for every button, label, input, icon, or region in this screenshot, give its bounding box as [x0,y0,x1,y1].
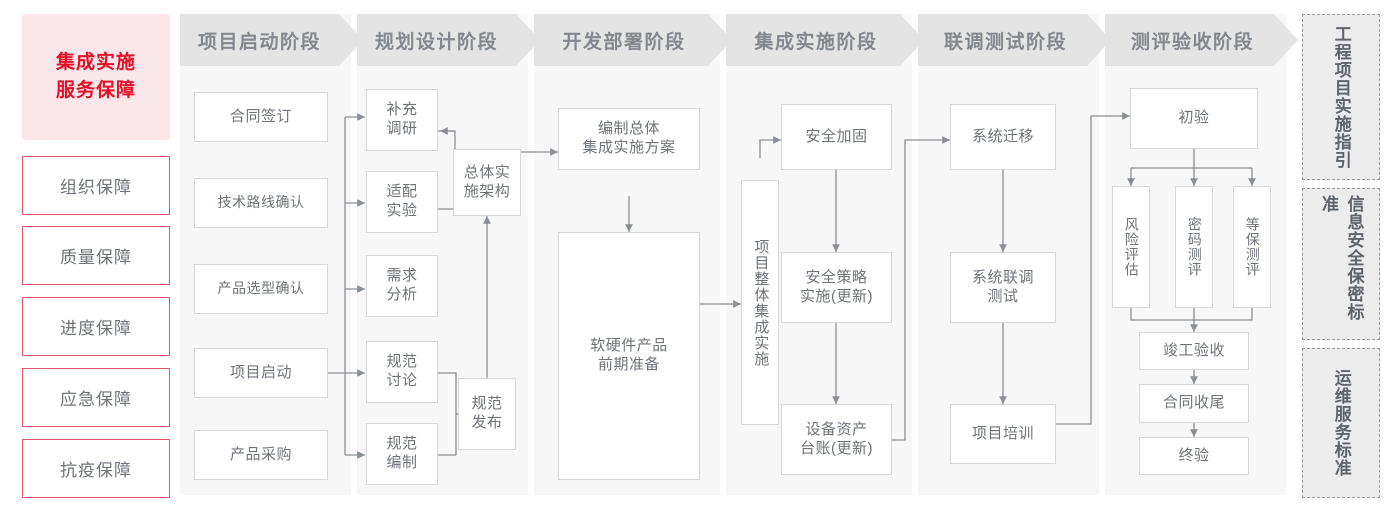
node-project-kickoff[interactable]: 项目启动 [194,348,328,398]
node-requirement-analysis[interactable]: 需求 分析 [366,255,438,317]
stage-panel-1 [180,14,351,495]
node-completion-acceptance[interactable]: 竣工验收 [1139,332,1249,370]
node-adaptation-experiment[interactable]: 适配 实验 [366,171,438,233]
node-risk-assessment[interactable]: 风险评估 [1112,186,1150,308]
node-project-training[interactable]: 项目培训 [950,404,1056,464]
node-hw-sw-preparation[interactable]: 软硬件产品 前期准备 [558,232,700,480]
node-crypto-evaluation[interactable]: 密码测评 [1175,186,1213,308]
node-product-selection[interactable]: 产品选型确认 [194,264,328,314]
stage-banner-label-5[interactable]: 联调测试阶段 [943,31,1067,53]
node-supplementary-research[interactable]: 补充 调研 [366,89,438,151]
node-contract-signing[interactable]: 合同签订 [194,92,328,142]
guarantee-item-schedule[interactable]: 进度保障 [22,297,170,356]
guarantee-item-epidemic[interactable]: 抗疫保障 [22,439,170,498]
node-tech-route-confirm[interactable]: 技术路线确认 [194,178,328,228]
standard-engineering-guideline[interactable]: 工程项目实施指引 [1302,14,1380,180]
stage-banner-label-1[interactable]: 项目启动阶段 [180,14,339,66]
node-contract-closure[interactable]: 合同收尾 [1139,384,1249,423]
standard-infosec-confidentiality[interactable]: 信息安全保密标准 [1302,188,1380,340]
node-security-policy[interactable]: 安全策略 实施(更新) [781,252,892,323]
guarantee-header: 集成实施 服务保障 [22,14,170,140]
guarantee-item-organization[interactable]: 组织保障 [22,156,170,215]
stage-banner-label-2[interactable]: 规划设计阶段 [374,31,498,53]
node-overall-architecture[interactable]: 总体实 施架构 [453,149,521,216]
node-spec-drafting[interactable]: 规范 编制 [366,423,438,485]
node-asset-ledger[interactable]: 设备资产 台账(更新) [781,404,892,475]
stage-banner-label-3[interactable]: 开发部署阶段 [562,31,686,53]
stage-banner-label-6[interactable]: 测评验收阶段 [1130,31,1254,53]
node-security-hardening[interactable]: 安全加固 [781,104,892,170]
node-mlps-evaluation[interactable]: 等保测评 [1233,186,1271,308]
node-product-purchase[interactable]: 产品采购 [194,430,328,480]
node-preliminary-acceptance[interactable]: 初验 [1130,88,1258,149]
node-system-migration[interactable]: 系统迁移 [950,104,1056,170]
guarantee-item-emergency[interactable]: 应急保障 [22,368,170,427]
standard-om-service[interactable]: 运维服务标准 [1302,348,1380,498]
node-spec-release[interactable]: 规范 发布 [458,378,516,450]
stage-banner-label-4[interactable]: 集成实施阶段 [754,31,878,53]
node-integration-plan[interactable]: 编制总体 集成实施方案 [558,108,700,170]
node-overall-integration[interactable]: 项目整体集成实施 [741,180,779,425]
node-joint-debug-testing[interactable]: 系统联调 测试 [950,252,1056,323]
guarantee-item-quality[interactable]: 质量保障 [22,226,170,285]
node-final-acceptance[interactable]: 终验 [1139,437,1249,475]
node-spec-discussion[interactable]: 规范 讨论 [366,341,438,403]
